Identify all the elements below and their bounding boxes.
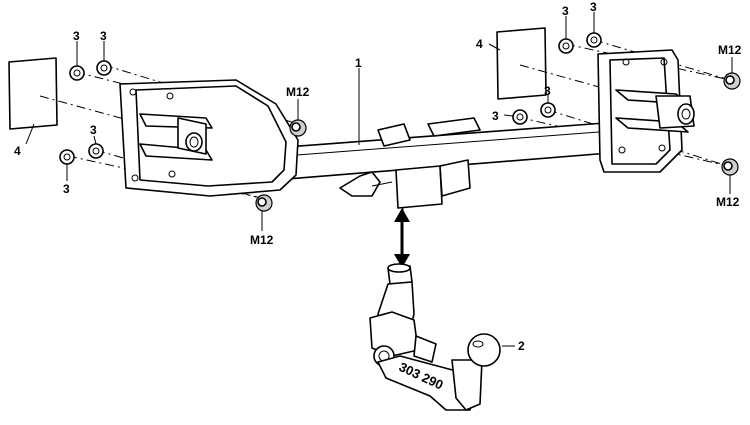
label-nut: M12 [718,43,742,57]
label-washer: 3 [100,29,107,43]
label-nut: M12 [250,233,274,247]
label-nut: M12 [286,85,310,99]
label-washer: 3 [590,0,597,14]
washer [88,143,104,159]
nut [289,119,307,137]
right-plate [496,27,547,100]
washer [512,109,528,125]
label-washer: 3 [63,182,70,196]
left-mounting-bracket [119,79,299,197]
label-part-2: 2 [518,339,525,353]
left-plate [8,57,58,130]
detachable-ball-neck [369,263,501,411]
washer [96,60,112,76]
nut [721,158,739,176]
label-nut: M12 [716,195,740,209]
label-washer: 3 [544,84,551,98]
washer [540,102,556,118]
label-washer: 3 [73,29,80,43]
washer [59,149,75,165]
washer [69,65,85,81]
label-part-1: 1 [355,56,362,70]
right-mounting-bracket [597,49,695,173]
label-washer: 3 [90,123,97,137]
label-washer: 3 [492,109,499,123]
nut [723,72,741,90]
label-part-4-right: 4 [476,37,483,51]
receiver-housing [339,117,481,209]
insertion-double-arrow [394,208,410,268]
washer [558,38,574,54]
washer [586,32,602,48]
leader-lines [25,12,733,347]
label-washer: 3 [562,4,569,18]
label-part-4-left: 4 [14,144,21,158]
nut [255,194,273,212]
